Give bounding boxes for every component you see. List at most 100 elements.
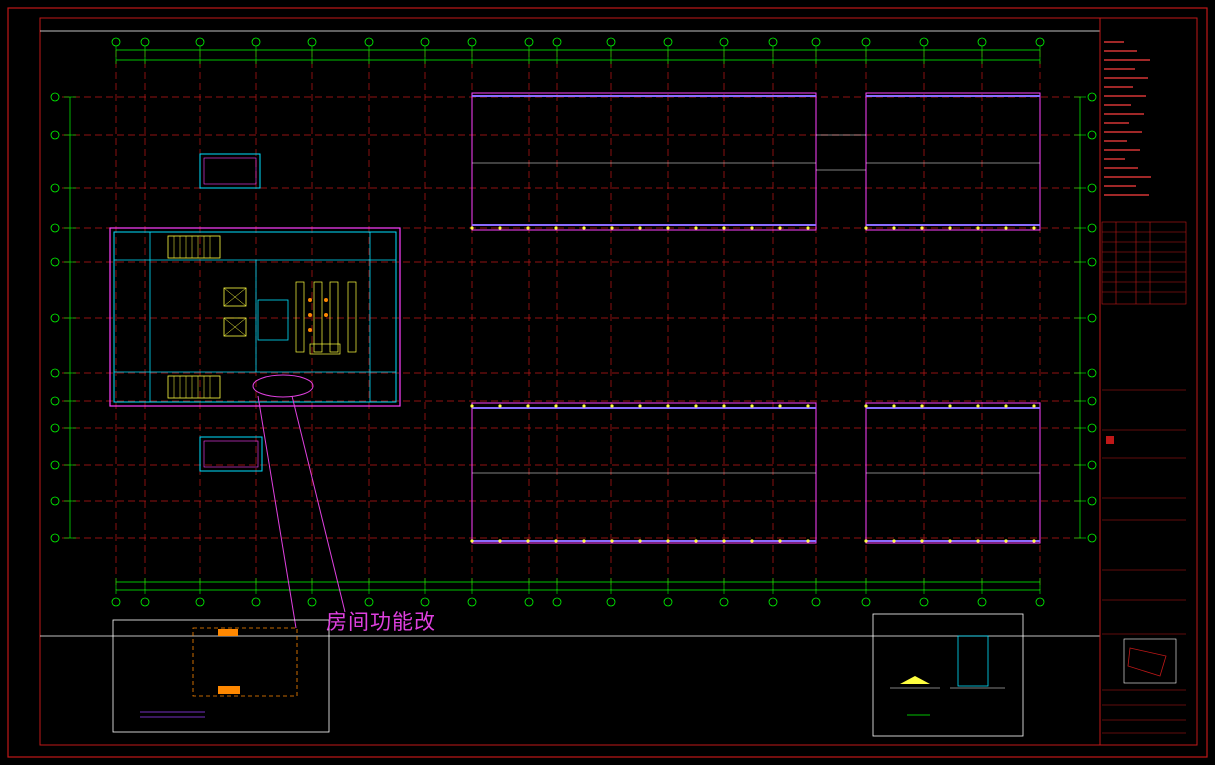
general-notes	[1104, 41, 1151, 196]
beam-marker	[638, 226, 642, 230]
beam-marker	[1032, 226, 1036, 230]
grid-bubble-icon	[663, 597, 673, 607]
beam-marker	[976, 226, 980, 230]
grid-bubble-icon	[420, 597, 430, 607]
beam-marker	[638, 539, 642, 543]
beam-marker	[722, 226, 726, 230]
beam-marker	[498, 404, 502, 408]
grid-bubble-icon	[307, 597, 317, 607]
grid-bubble-icon	[919, 597, 929, 607]
grid-bubble-icon	[1087, 423, 1097, 433]
beam-marker	[778, 539, 782, 543]
beam-marker	[864, 226, 868, 230]
beam-marker	[526, 539, 530, 543]
grid-bubble-icon	[50, 533, 60, 543]
grid-bubble-icon	[1035, 37, 1045, 47]
grid-bubble-icon	[719, 37, 729, 47]
grid-bubble-icon	[524, 37, 534, 47]
beam-marker	[554, 226, 558, 230]
beam-marker	[498, 539, 502, 543]
beam-marker	[892, 226, 896, 230]
grid-bubble-icon	[251, 37, 261, 47]
grid-bubble-icon	[364, 37, 374, 47]
elevator-icon	[223, 287, 247, 337]
beam-marker	[470, 404, 474, 408]
beam-marker	[976, 404, 980, 408]
beam-marker	[582, 226, 586, 230]
beam-marker	[806, 404, 810, 408]
grid-bubble-icon	[606, 37, 616, 47]
grid-bubble-icon	[251, 597, 261, 607]
beam-marker	[948, 539, 952, 543]
detail-plan-left	[112, 619, 330, 733]
grid-bubble-icon	[50, 183, 60, 193]
beam-marker	[666, 539, 670, 543]
grid-bubble-icon	[663, 37, 673, 47]
grid-bubble-icon	[768, 37, 778, 47]
beam-marker	[1004, 404, 1008, 408]
beam-marker	[526, 404, 530, 408]
grid-bubble-icon	[811, 37, 821, 47]
beam-marker	[610, 226, 614, 230]
beam-marker	[948, 404, 952, 408]
stair-icon	[167, 375, 221, 399]
stair-icon	[167, 235, 221, 259]
grid-bubble-icon	[552, 597, 562, 607]
axis-grid	[62, 50, 1085, 590]
grid-bubble-icon	[111, 37, 121, 47]
grid-bubble-icon	[50, 313, 60, 323]
beam-marker	[750, 404, 754, 408]
beam-marker	[806, 226, 810, 230]
grid-bubble-icon	[307, 37, 317, 47]
beam-marker	[778, 404, 782, 408]
beam-marker	[920, 539, 924, 543]
leader-line	[257, 395, 297, 629]
sheet-outer-border	[7, 7, 1208, 758]
beam-marker	[1004, 226, 1008, 230]
beam-marker	[554, 539, 558, 543]
grid-bubble-icon	[50, 460, 60, 470]
beam-marker	[666, 226, 670, 230]
beam-marker	[864, 539, 868, 543]
north-arrow-icon	[1123, 638, 1177, 684]
beam-marker	[976, 539, 980, 543]
grid-bubble-icon	[1087, 92, 1097, 102]
core-building-plan	[109, 153, 401, 472]
beam-marker	[892, 404, 896, 408]
grid-bubble-icon	[1087, 460, 1097, 470]
grid-bubble-icon	[1087, 223, 1097, 233]
beam-marker	[750, 226, 754, 230]
beam-marker	[470, 539, 474, 543]
grid-bubble-icon	[1087, 368, 1097, 378]
beam-marker	[864, 404, 868, 408]
leader-line	[291, 395, 346, 613]
grid-bubble-icon	[1035, 597, 1045, 607]
grid-bubble-icon	[1087, 313, 1097, 323]
beam-marker	[750, 539, 754, 543]
grid-bubble-icon	[552, 37, 562, 47]
beam-marker	[778, 226, 782, 230]
beam-marker	[920, 226, 924, 230]
title-block	[1101, 221, 1187, 734]
revision-annotation-text: 房间功能改	[326, 610, 436, 634]
beam-marker	[722, 539, 726, 543]
grid-bubble-icon	[50, 368, 60, 378]
grid-bubble-icon	[467, 37, 477, 47]
grid-bubble-icon	[524, 597, 534, 607]
grid-bubble-icon	[140, 597, 150, 607]
grid-bubble-icon	[50, 396, 60, 406]
company-logo-icon	[1106, 436, 1114, 444]
grid-bubble-icon	[50, 423, 60, 433]
beam-marker	[470, 226, 474, 230]
grid-bubble-icon	[50, 496, 60, 506]
grid-bubble-icon	[50, 130, 60, 140]
beam-marker	[638, 404, 642, 408]
beam-marker	[1032, 404, 1036, 408]
grid-bubble-icon	[919, 37, 929, 47]
grid-bubble-icon	[50, 92, 60, 102]
beam-marker	[694, 539, 698, 543]
grid-bubble-icon	[719, 597, 729, 607]
grid-bubble-icon	[1087, 396, 1097, 406]
grid-bubble-icon	[811, 597, 821, 607]
